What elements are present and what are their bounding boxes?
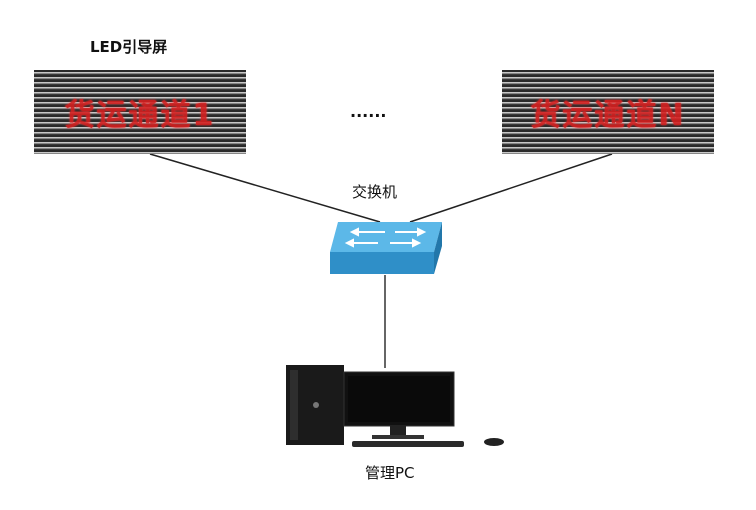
led-screen-label: LED引导屏	[90, 38, 168, 56]
switch-icon	[330, 222, 442, 274]
led-screen-n: 货运通道N	[502, 70, 714, 154]
switch-label: 交换机	[352, 183, 398, 201]
ellipsis: ......	[350, 102, 387, 121]
led-screen-1: 货运通道1	[34, 70, 246, 154]
led-screen-n-text: 货运通道N	[530, 98, 686, 133]
pc-icon	[286, 365, 504, 447]
link-ledn-switch	[409, 153, 613, 223]
led-screen-1-text: 货运通道1	[64, 98, 216, 133]
pc-label: 管理PC	[365, 464, 415, 482]
link-led1-switch	[149, 153, 381, 223]
